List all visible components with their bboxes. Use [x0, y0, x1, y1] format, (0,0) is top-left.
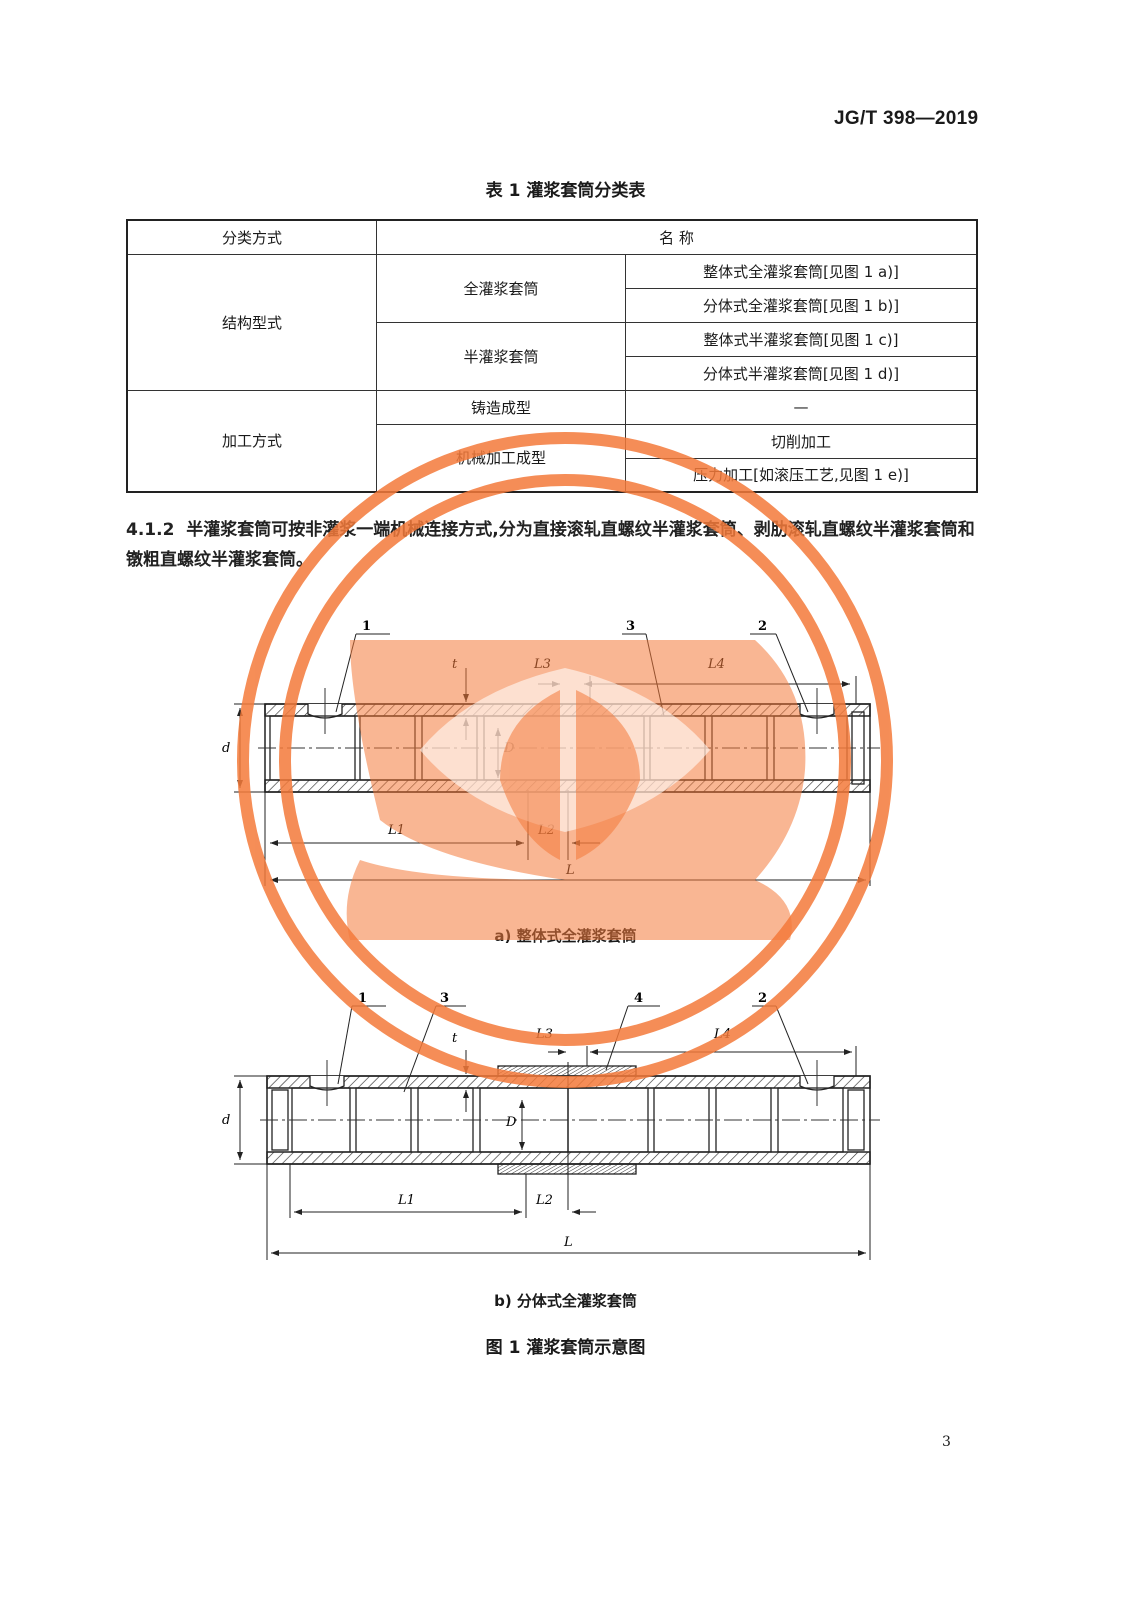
dim-L3-label: L3: [533, 657, 551, 672]
dim-t-label-b: t: [452, 1031, 458, 1046]
callout-1: 1: [362, 619, 371, 634]
item-cell: 分体式全灌浆套筒[见图 1 b)]: [625, 287, 978, 323]
dim-L-label: L: [565, 863, 575, 878]
dim-L1-label: L1: [387, 823, 405, 838]
figure-b-caption: b) 分体式全灌浆套筒: [494, 1292, 637, 1310]
table-title: 表 1 灌浆套筒分类表: [485, 181, 646, 201]
standard-code: JG/T 398—2019: [834, 108, 979, 129]
figure-a-drawing: d t D L3 L4 L1 L2 L 1 3: [222, 619, 880, 886]
dim-L2-label-b: L2: [535, 1193, 553, 1208]
callout-1-b: 1: [358, 991, 367, 1006]
dim-L1-label-b: L1: [397, 1193, 415, 1208]
item-cell: —: [625, 389, 978, 425]
dim-L4-label-b: L4: [713, 1027, 731, 1042]
dim-D-label-b: D: [505, 1115, 517, 1130]
callout-4-b: 4: [634, 991, 643, 1006]
classification-table: 分类方式 名 称 结构型式 全灌浆套筒 整体式全灌浆套筒[见图 1 a)] 分体…: [126, 219, 978, 493]
table-row: 结构型式 全灌浆套筒 整体式全灌浆套筒[见图 1 a)]: [126, 253, 978, 391]
header-name: 名 称: [376, 219, 978, 255]
clause-number: 4.1.2: [126, 520, 175, 540]
table-header-row: 分类方式 名 称: [126, 219, 978, 255]
dim-L4-label: L4: [707, 657, 725, 672]
figure-a-caption: a) 整体式全灌浆套筒: [494, 927, 637, 945]
subgroup-cell: 全灌浆套筒: [376, 253, 626, 323]
callout-3-b: 3: [440, 991, 449, 1006]
item-cell: 分体式半灌浆套筒[见图 1 d)]: [625, 355, 978, 391]
table-row: 分体式全灌浆套筒[见图 1 b)]: [127, 287, 978, 323]
subgroup-cell: 半灌浆套筒: [376, 321, 626, 391]
figure-b-drawing: d t D L3 L4 L1 L2 L 1 3: [222, 991, 880, 1260]
dim-D-label: D: [503, 741, 515, 756]
dim-t-label: t: [452, 657, 458, 672]
callout-2-b: 2: [758, 991, 767, 1006]
item-cell: 整体式全灌浆套筒[见图 1 a)]: [625, 253, 978, 289]
dim-L3-label-b: L3: [535, 1027, 553, 1042]
dim-L-label-b: L: [563, 1235, 573, 1250]
table-row: 分体式半灌浆套筒[见图 1 d)]: [127, 355, 978, 391]
dim-L2-label: L2: [537, 823, 555, 838]
figure-title: 图 1 灌浆套筒示意图: [485, 1338, 646, 1358]
callout-3: 3: [626, 619, 635, 634]
page-number: 3: [942, 1434, 951, 1450]
dim-d-label-b: d: [222, 1113, 230, 1128]
callout-2: 2: [758, 619, 767, 634]
dim-d-label: d: [222, 741, 230, 756]
table-row: 半灌浆套筒 整体式半灌浆套筒[见图 1 c)]: [127, 321, 978, 391]
